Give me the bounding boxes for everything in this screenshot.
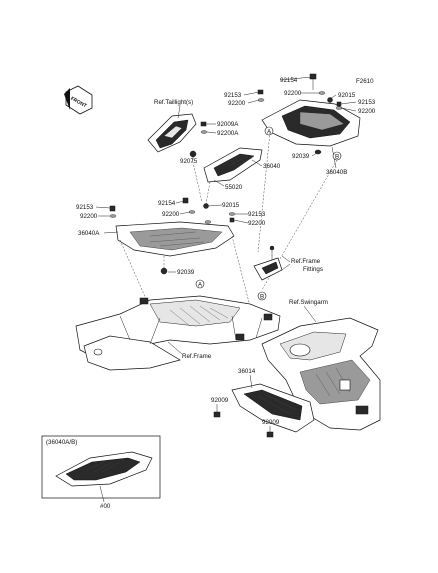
screw-92009-bottom	[266, 431, 274, 438]
leader-92154-mid	[175, 200, 185, 204]
leader-92200-mid-left	[179, 211, 191, 215]
label-92200-top-left: 92200	[228, 100, 246, 107]
leader-ref-frame-fittings-2	[281, 263, 291, 271]
label-92154-top: 92154	[280, 77, 298, 84]
label-92200-top-right: 92200	[358, 108, 376, 115]
screw-92153-left	[109, 205, 116, 212]
washer-92200-left	[109, 214, 117, 218]
tail-light	[147, 113, 197, 153]
label-ref-frame: Ref.Frame	[182, 353, 212, 360]
svg-text:B: B	[335, 154, 339, 161]
label-36040: 36040	[263, 163, 281, 170]
label-36040b: 36040B	[326, 169, 347, 176]
label-92009a: 92009A	[217, 121, 239, 128]
leader-ref-frame	[167, 341, 183, 355]
leader-92200a	[206, 131, 217, 134]
leader-55020	[213, 179, 225, 187]
label-92200a: 92200A	[217, 130, 239, 137]
svg-text:B: B	[260, 294, 264, 301]
leader-36040a	[103, 231, 119, 234]
side-cover-36040b	[261, 99, 361, 147]
leader-92153-left	[95, 206, 111, 209]
inset-box	[41, 435, 161, 503]
grommet-92039-mid	[160, 267, 168, 275]
label-92153-left: 92153	[76, 204, 94, 211]
label-92153-top-right: 92153	[358, 99, 376, 106]
washer-92200a	[200, 130, 208, 134]
label-ref-frame-fittings-1: Ref.Frame	[291, 258, 321, 265]
leader-ref-swingarm	[303, 305, 317, 323]
front-arrow-badge: FRONT	[64, 85, 93, 115]
label-92039-mid: 92039	[177, 269, 195, 276]
fasteners-middle	[182, 197, 236, 224]
label-ref-frame-fittings-2: Fittings	[303, 266, 323, 273]
inset-caption: #00	[100, 503, 111, 510]
leader-92015-top	[329, 94, 337, 100]
label-92154-mid: 92154	[158, 200, 176, 207]
screw-92009a	[200, 121, 207, 127]
label-92015-top: 92015	[338, 92, 356, 99]
label-ref-swingarm: Ref.Swingarm	[289, 299, 328, 306]
side-cover-36040a	[115, 221, 235, 257]
label-92009-bottom: 92009	[262, 419, 280, 426]
label-36040a: 36040A	[78, 230, 100, 237]
leader-ref-frame-fittings	[281, 255, 291, 263]
svg-text:A: A	[267, 129, 272, 136]
callout-a-mid: A	[195, 279, 205, 289]
leader-92153-top	[243, 91, 260, 96]
frame-fittings-bracket	[253, 245, 283, 281]
leader-ref-taillight	[177, 105, 181, 119]
label-92200-mid-right: 92200	[248, 220, 266, 227]
leader-92200-mid-right	[233, 219, 249, 224]
lower-cover-36014	[231, 383, 315, 433]
callout-b-mid: B	[257, 291, 267, 301]
leader-92154-top	[279, 76, 313, 81]
label-92039-top: 92039	[292, 153, 310, 160]
label-92153-mid: 92153	[248, 211, 266, 218]
leader-92015-mid	[207, 204, 223, 207]
svg-text:A: A	[198, 282, 203, 289]
label-92200-left: 92200	[80, 213, 98, 220]
inset-title: (36040A/B)	[46, 439, 77, 446]
leader-36014	[249, 374, 253, 389]
label-92009-left: 92009	[211, 397, 229, 404]
label-92153-top: 92153	[224, 92, 242, 99]
leader-36040	[251, 159, 263, 167]
callout-b-top: B	[332, 151, 342, 161]
leader-92200-top-left	[247, 99, 260, 104]
label-92200-mid-left: 92200	[162, 211, 180, 218]
leader-92200-top-right	[340, 107, 357, 112]
label-55020: 55020	[225, 184, 243, 191]
assembly-guide-lines	[119, 131, 338, 315]
rear-frame	[75, 295, 281, 371]
center-cover-36040	[203, 147, 263, 183]
swingarm	[261, 317, 381, 431]
label-92200-top-mid: 92200	[284, 90, 302, 97]
label-92015-mid: 92015	[222, 202, 240, 209]
leader-92153-top-right	[340, 101, 357, 105]
screw-92009-left	[213, 411, 221, 418]
label-36014: 36014	[238, 368, 256, 375]
leader-92039-top	[311, 152, 318, 157]
label-92075: 92075	[180, 158, 198, 165]
figure-code: F2610	[356, 78, 374, 85]
fasteners-top-right	[257, 73, 343, 155]
callout-a-top: A	[264, 126, 274, 136]
label-ref-taillight: Ref.Taillight(s)	[154, 99, 193, 106]
